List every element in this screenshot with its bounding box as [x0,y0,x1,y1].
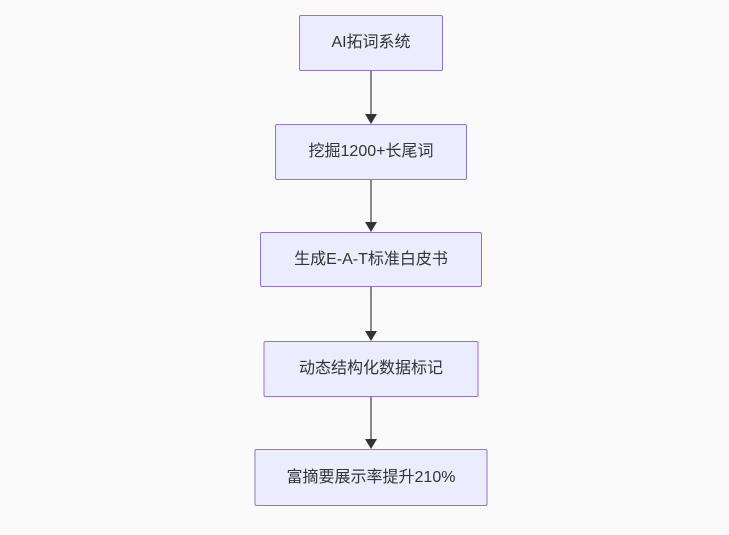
flow-node-label: 富摘要展示率提升210% [286,468,456,486]
flow-node-ai-word-system: AI拓词系统 [299,15,443,71]
flow-node-rich-snippet-result: 富摘要展示率提升210% [254,449,488,506]
edge-line [370,180,372,222]
flow-edge-4 [364,397,378,449]
flow-edge-1 [364,71,378,124]
edge-line [370,397,372,439]
flow-edge-2 [364,180,378,232]
flow-node-structured-data: 动态结构化数据标记 [263,341,479,397]
flow-node-label: AI拓词系统 [331,34,411,52]
edge-line [370,71,372,114]
flow-node-label: 挖掘1200+长尾词 [308,143,434,161]
arrow-down-icon [365,439,377,449]
flow-node-longtail-mining: 挖掘1200+长尾词 [275,124,467,180]
arrow-down-icon [365,222,377,232]
arrow-down-icon [365,331,377,341]
flow-node-label: 动态结构化数据标记 [298,360,443,378]
flow-node-label: 生成E-A-T标准白皮书 [294,250,448,268]
flow-edge-3 [364,287,378,341]
arrow-down-icon [365,114,377,124]
edge-line [370,287,372,331]
flow-node-eat-whitepaper: 生成E-A-T标准白皮书 [260,232,482,287]
